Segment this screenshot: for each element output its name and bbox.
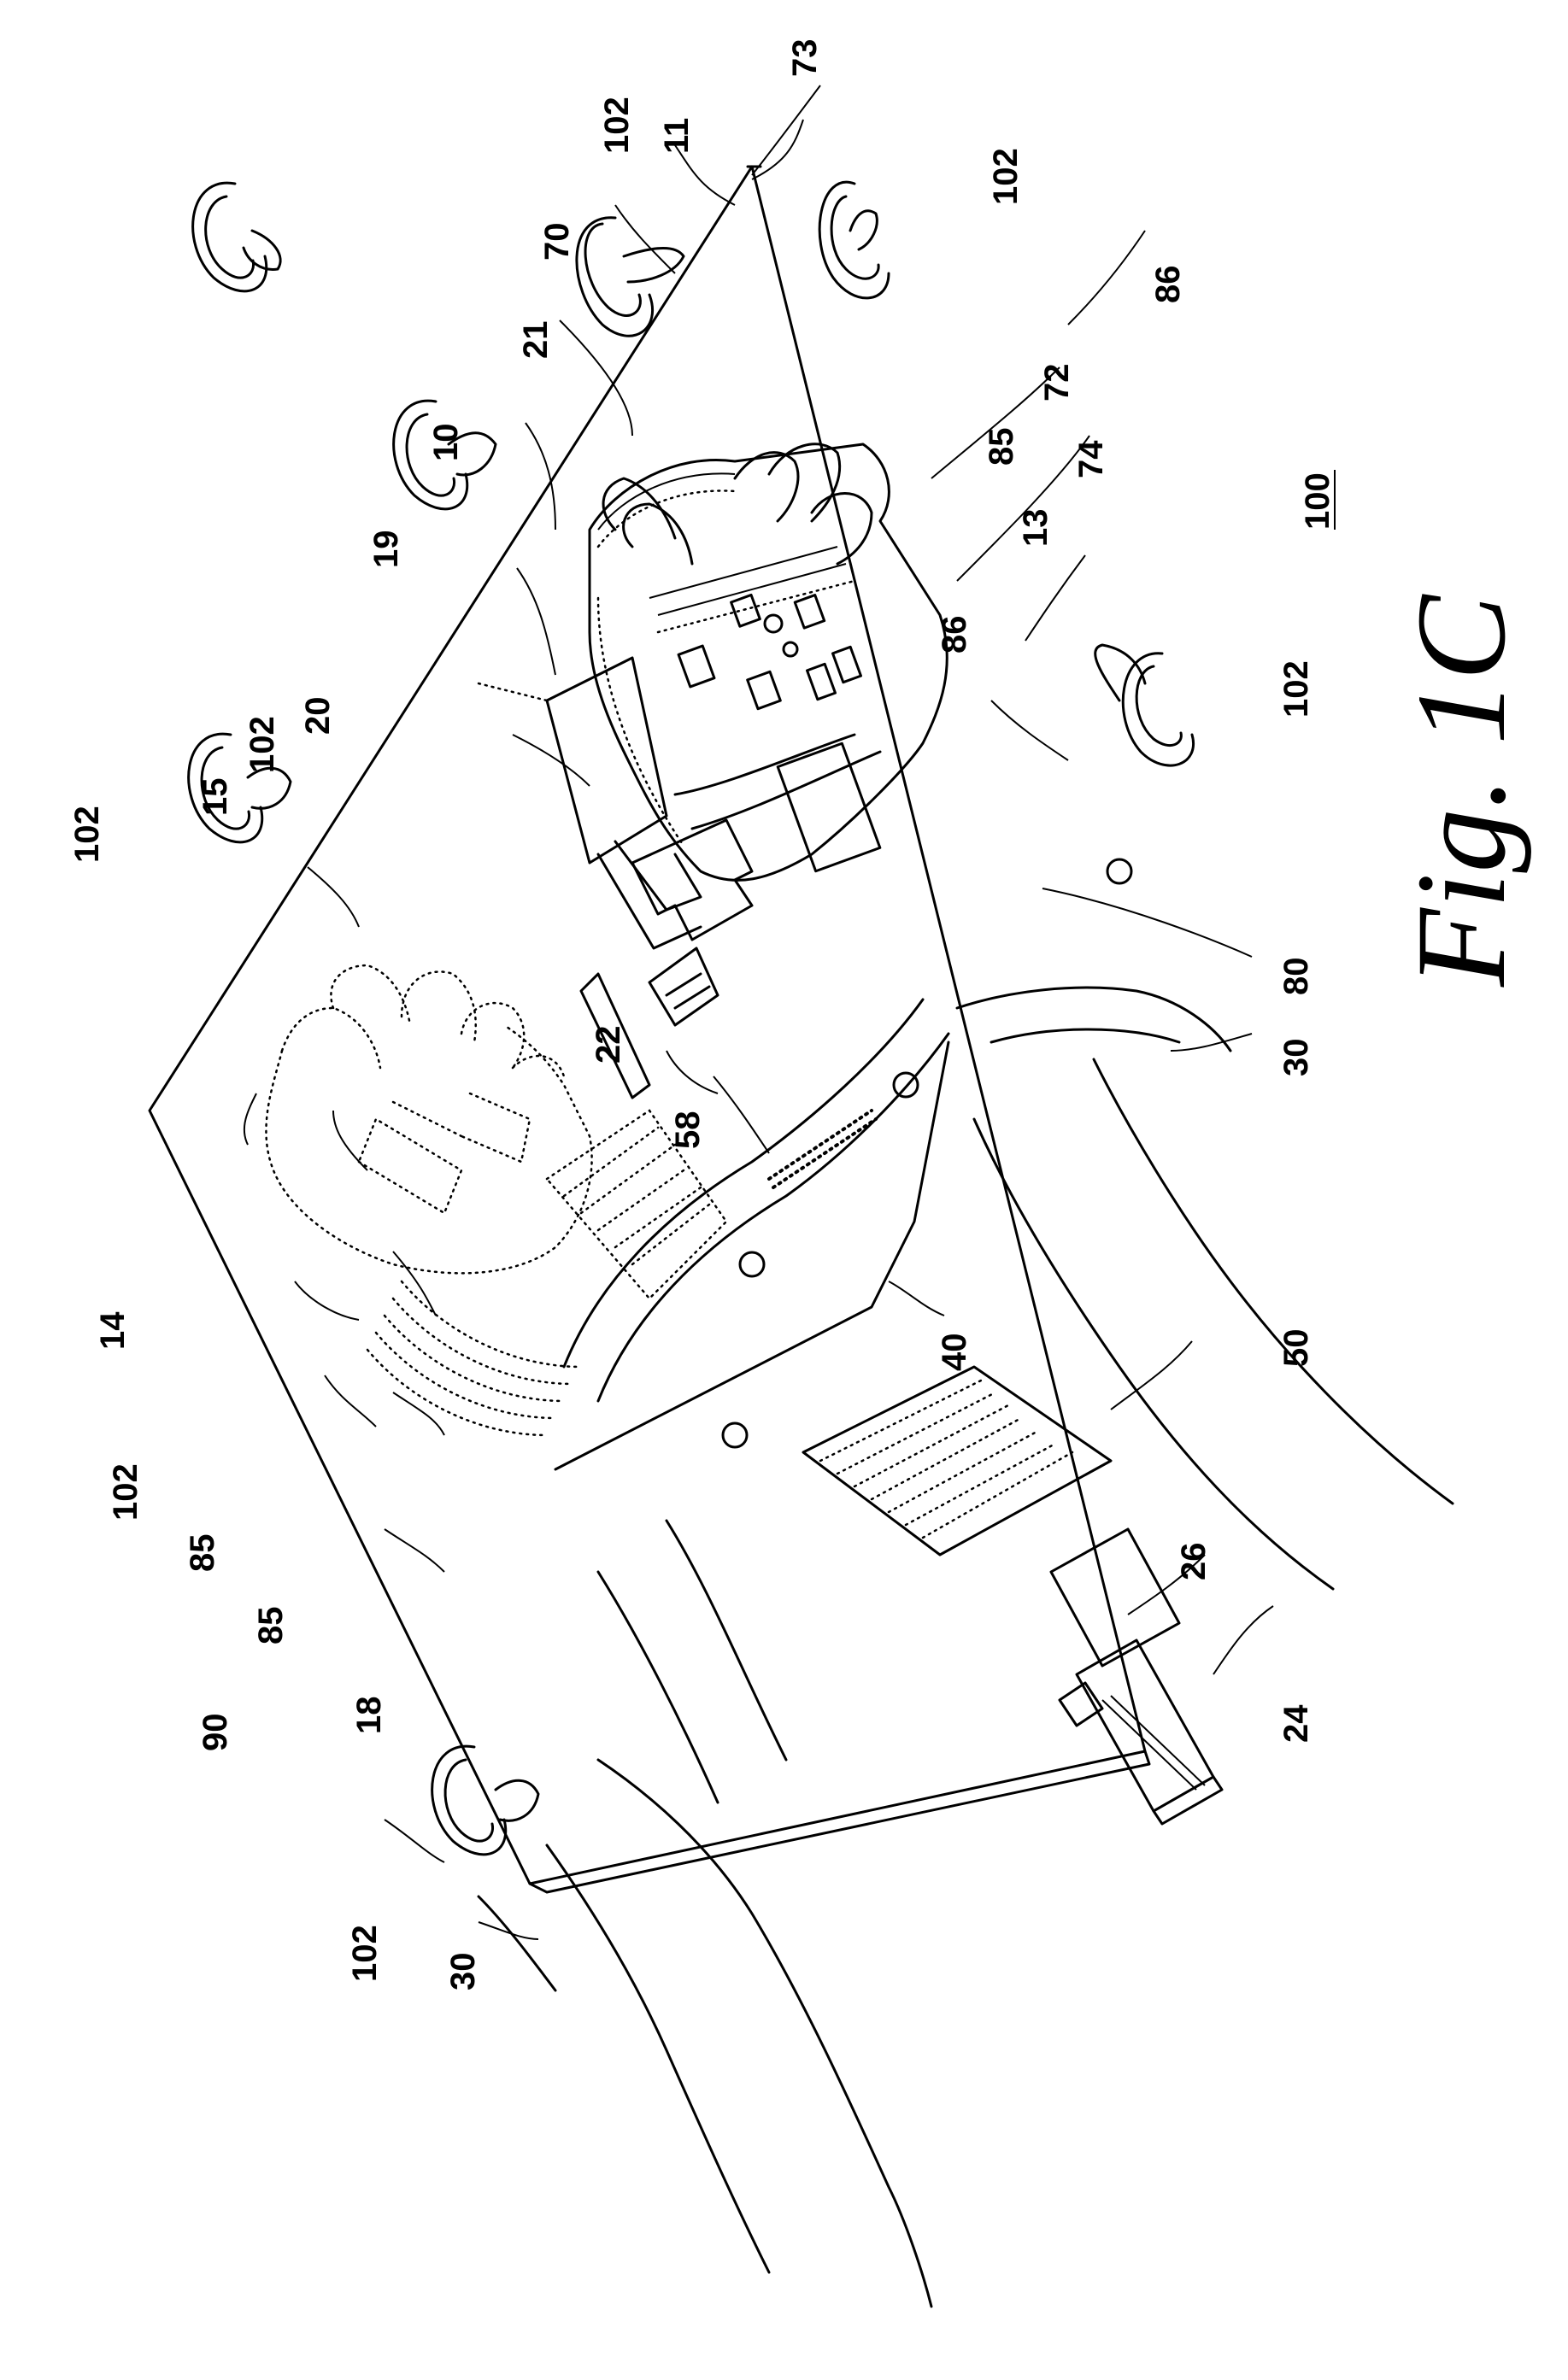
label-102-a: 102 (598, 97, 636, 154)
pad-50 (802, 1365, 1113, 1556)
label-85-b: 85 (184, 1534, 221, 1573)
label-30-a: 30 (1277, 1039, 1315, 1077)
label-102-b: 102 (987, 148, 1025, 205)
label-102-d: 102 (1277, 660, 1315, 718)
strap-22 (579, 818, 754, 1099)
label-50: 50 (1277, 1329, 1315, 1368)
label-74: 74 (1072, 440, 1110, 478)
handle-102-top-left (575, 216, 685, 337)
label-21: 21 (517, 321, 555, 360)
label-86-a: 86 (1149, 266, 1187, 304)
flap-20 (477, 656, 702, 950)
label-70: 70 (538, 223, 576, 261)
label-100: 100 (1299, 472, 1336, 530)
figure-title: Fig. 1C (1390, 594, 1532, 988)
label-72: 72 (1038, 364, 1076, 402)
label-102-e: 102 (68, 806, 106, 863)
label-85-a: 85 (983, 428, 1020, 466)
glove-70 (588, 443, 948, 882)
label-26: 26 (1175, 1543, 1213, 1581)
handle-102-mid (392, 399, 497, 511)
handle-102-left-top (191, 181, 282, 293)
support-board (148, 165, 1151, 1894)
label-102-f: 102 (107, 1463, 144, 1521)
label-30-b: 30 (444, 1953, 482, 1991)
label-73: 73 (786, 39, 824, 78)
label-22: 22 (590, 1026, 627, 1064)
label-11: 11 (658, 118, 696, 154)
label-14: 14 (94, 1311, 132, 1350)
label-24: 24 (1277, 1704, 1315, 1743)
label-90: 90 (197, 1714, 234, 1752)
label-80: 80 (1277, 958, 1315, 996)
label-40: 40 (936, 1334, 973, 1372)
forearm-30-right (955, 986, 1454, 1591)
handle-102-right (1094, 643, 1195, 767)
label-58: 58 (669, 1111, 707, 1150)
forearm-30-left (477, 1519, 933, 2308)
label-18: 18 (350, 1697, 388, 1735)
label-86-b: 86 (936, 616, 973, 654)
label-15: 15 (197, 778, 234, 817)
reference-labels: 73 11 102 102 70 21 86 72 10 85 74 19 13… (68, 39, 1336, 1991)
splint-40 (554, 858, 1133, 1471)
leader-lines (307, 85, 1274, 1940)
label-13: 13 (1017, 509, 1054, 548)
handle-loops (187, 180, 1195, 1856)
label-102-c: 102 (244, 716, 281, 773)
handle-102-bottom-left (431, 1744, 540, 1856)
strap-24 (1049, 1527, 1224, 1826)
label-102-g: 102 (346, 1925, 384, 1982)
label-10: 10 (427, 424, 465, 462)
label-19: 19 (367, 531, 405, 569)
label-20: 20 (299, 697, 337, 736)
hand-outline-90 (243, 964, 728, 1437)
handle-102-top-right (818, 180, 890, 300)
handle-102-left (187, 732, 292, 844)
label-85-c: 85 (252, 1607, 290, 1645)
